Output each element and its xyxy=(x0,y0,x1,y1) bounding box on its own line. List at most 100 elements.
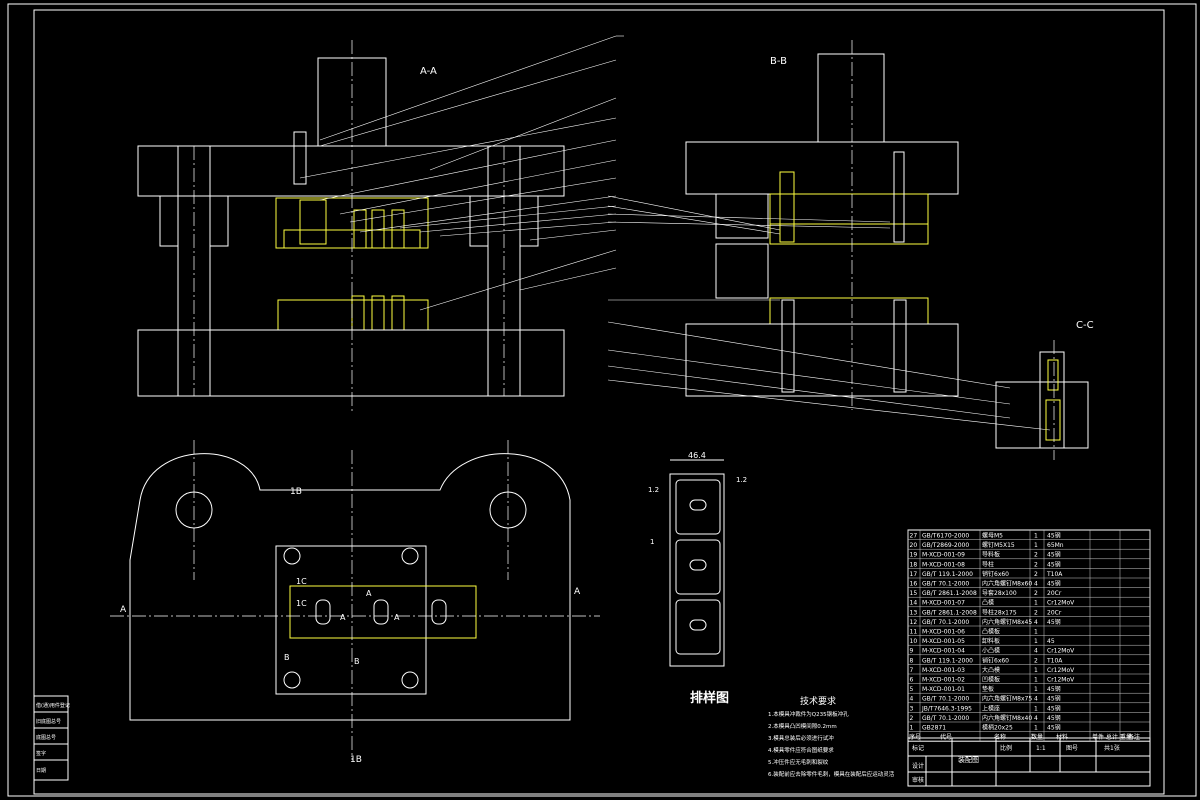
part-material: 20Cr xyxy=(1047,590,1062,597)
part-no: 12 xyxy=(910,619,918,626)
side-block-1: 借(通)用件登记 xyxy=(36,702,70,709)
part-no: 7 xyxy=(910,667,914,674)
parts-header-cell: 名称 xyxy=(994,733,1006,741)
plan-b-bottom: B xyxy=(354,657,360,666)
part-qty: 4 xyxy=(1034,619,1038,626)
part-name: 凸模板 xyxy=(982,628,1000,636)
part-material: 45钢 xyxy=(1047,532,1061,540)
part-name: 螺钉M5X15 xyxy=(982,541,1015,549)
part-name: 上模座 xyxy=(982,704,1000,712)
part-qty: 2 xyxy=(1034,552,1038,559)
part-code: GB/T 70.1-2000 xyxy=(922,696,969,703)
part-name: 大凸模 xyxy=(982,666,1000,674)
part-no: 13 xyxy=(910,609,918,616)
part-code: M-XCD-001-04 xyxy=(922,648,965,655)
part-code: GB2871 xyxy=(922,725,946,732)
part-code: M-XCD-001-05 xyxy=(922,638,965,645)
tech-item-4: 4.模具零件应符合图纸要求 xyxy=(768,746,834,754)
part-no: 5 xyxy=(910,686,914,693)
part-qty: 1 xyxy=(1034,600,1038,607)
part-material: 45钢 xyxy=(1047,580,1061,588)
part-qty: 2 xyxy=(1034,609,1038,616)
part-no: 27 xyxy=(910,533,918,540)
title-drawing-name: 装配图 xyxy=(958,755,979,764)
part-material: Cr12MoV xyxy=(1047,648,1075,655)
part-no: 11 xyxy=(910,629,918,636)
title-sheet: 共1张 xyxy=(1104,744,1120,752)
title-scale: 1:1 xyxy=(1036,745,1046,752)
part-no: 6 xyxy=(910,677,914,684)
part-name: 内六角螺钉M8x40 xyxy=(982,714,1032,722)
section-cc-view: C-C xyxy=(995,320,1094,460)
part-no: 19 xyxy=(910,552,918,559)
part-material: 65Mn xyxy=(1047,542,1064,549)
part-code: M-XCD-001-06 xyxy=(922,629,965,636)
part-material: Cr12MoV xyxy=(1047,677,1075,684)
part-no: 1 xyxy=(910,725,914,732)
part-qty: 1 xyxy=(1034,667,1038,674)
part-name: 导料板 xyxy=(982,551,1000,559)
part-material: T10A xyxy=(1046,571,1063,578)
part-code: GB/T6170-2000 xyxy=(922,533,969,540)
part-name: 导柱28x175 xyxy=(982,608,1017,616)
part-code: GB/T 2861.1-2008 xyxy=(922,590,977,597)
part-material: Cr12MoV xyxy=(1047,667,1075,674)
part-no: 2 xyxy=(910,715,914,722)
part-code: M-XCD-001-09 xyxy=(922,552,965,559)
strip-dim-right: 1.2 xyxy=(736,476,747,484)
side-block-4: 签字 xyxy=(36,750,46,757)
title-scale-label: 比例 xyxy=(1000,744,1012,752)
tech-item-5: 5.冲压件应无毛刺和裂纹 xyxy=(768,758,829,766)
part-qty: 2 xyxy=(1034,561,1038,568)
part-material: 45钢 xyxy=(1047,685,1061,693)
part-name: 销钉6x60 xyxy=(982,570,1009,578)
part-no: 3 xyxy=(910,705,914,712)
plan-a-small: A xyxy=(366,589,372,598)
tech-item-3: 3.模具总装后必须进行试冲 xyxy=(768,734,834,742)
part-code: M-XCD-001-08 xyxy=(922,561,965,568)
parts-header-cell: 数量 xyxy=(1031,733,1043,741)
part-no: 8 xyxy=(910,657,914,664)
part-material: 45钢 xyxy=(1047,560,1061,568)
tech-requirements: 技术要求 1.本模具冲裁件为Q235钢板冲孔 2.本模具凸凹模间隙0.2mm 3… xyxy=(768,695,895,778)
part-qty: 1 xyxy=(1034,542,1038,549)
part-name: 内六角螺钉M8x60 xyxy=(982,580,1032,588)
strip-dim-width: 46.4 xyxy=(688,451,706,460)
part-no: 16 xyxy=(910,581,918,588)
strip-layout: 46.4 1.2 1.2 1 排样图 xyxy=(648,451,747,706)
part-code: JB/T7646.3-1995 xyxy=(921,705,972,712)
part-material: Cr12MoV xyxy=(1047,600,1075,607)
tech-title: 技术要求 xyxy=(800,695,836,707)
part-no: 10 xyxy=(910,638,918,645)
part-qty: 1 xyxy=(1034,705,1038,712)
plan-1b-top: 1B xyxy=(290,487,302,497)
part-qty: 1 xyxy=(1034,677,1038,684)
section-cc-label: C-C xyxy=(1076,320,1094,331)
strip-dim-pitch: 1 xyxy=(650,538,654,546)
sheet-outer-border xyxy=(7,3,1197,797)
tech-item-2: 2.本模具凸凹模间隙0.2mm xyxy=(768,722,837,730)
part-material: T10A xyxy=(1046,657,1063,664)
plan-1c: 1C xyxy=(296,577,307,586)
parts-header-cell: 备注 xyxy=(1128,733,1140,741)
part-name: 垫板 xyxy=(982,685,994,693)
part-qty: 2 xyxy=(1034,657,1038,664)
title-block: 标记 装配图 比例 1:1 图号 共1张 设计 审核 xyxy=(907,737,1151,787)
section-aa-view: A-A xyxy=(137,40,565,412)
part-material: 45钢 xyxy=(1047,704,1061,712)
part-code: GB/T 70.1-2000 xyxy=(922,715,969,722)
part-material: 45钢 xyxy=(1047,695,1061,703)
